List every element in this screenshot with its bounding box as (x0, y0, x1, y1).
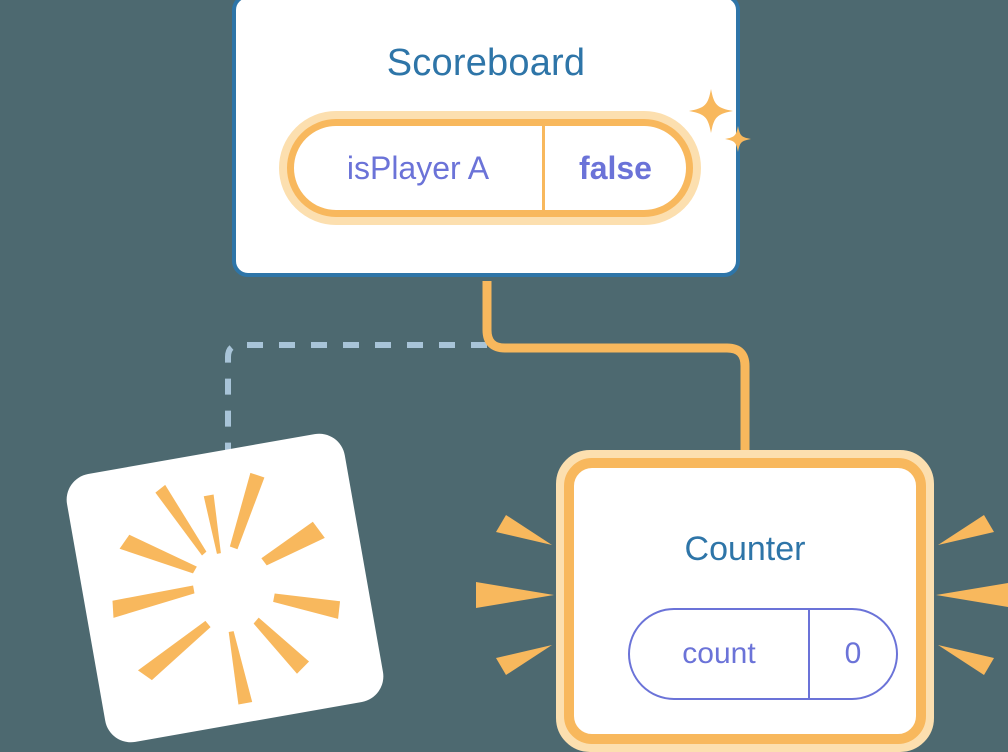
sparkle-small-icon (725, 126, 751, 152)
pill-divider (808, 610, 810, 698)
counter-card[interactable]: Counter count 0 (556, 450, 934, 752)
burst-rays-right-icon (936, 515, 1008, 675)
pill-divider (542, 126, 545, 210)
burst-rays-left-icon (476, 515, 554, 675)
sparkle-large-icon (689, 89, 733, 133)
radial-burst-icon (112, 472, 341, 705)
scoreboard-card[interactable]: Scoreboard isPlayer A false (232, 0, 751, 277)
counter-title: Counter (684, 530, 806, 568)
scoreboard-state-row[interactable]: isPlayer A false (279, 111, 701, 225)
state-pill[interactable]: count 0 (628, 608, 898, 700)
flash-card[interactable] (62, 429, 388, 747)
state-value: 0 (844, 637, 862, 670)
counter-card-frame: Counter count 0 (564, 458, 926, 744)
state-key: count (682, 637, 756, 670)
connector-solid-to-counter (482, 281, 750, 470)
sparkle-group (689, 89, 751, 152)
scoreboard-title: Scoreboard (386, 42, 586, 84)
state-key: isPlayer A (346, 149, 490, 186)
state-pill[interactable]: isPlayer A false (287, 119, 693, 217)
state-value: false (579, 149, 652, 186)
